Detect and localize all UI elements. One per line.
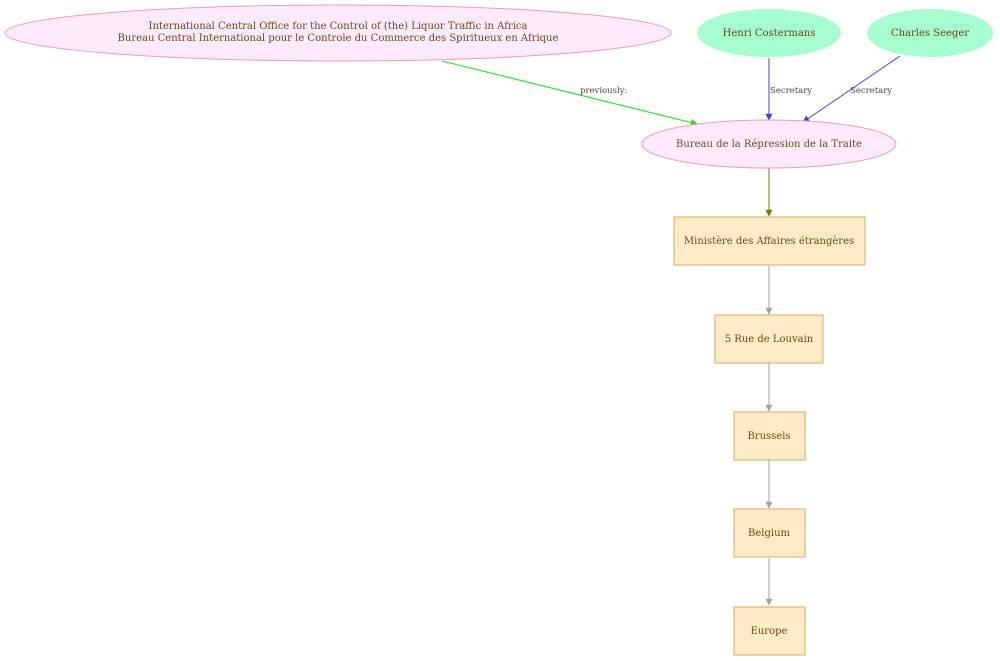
node-brussels-label: Brussels [747, 431, 790, 442]
node-belgium[interactable]: Belgium [733, 508, 806, 558]
node-charles-seeger[interactable]: Charles Seeger [867, 9, 993, 57]
edge-label-previously: previously: [580, 86, 627, 96]
edge-previously [441, 60, 698, 126]
node-rue-louvain-label: 5 Rue de Louvain [725, 334, 814, 345]
node-bureau-repression-traite-label: Bureau de la Répression de la Traite [676, 139, 862, 150]
edge-secretary-seeger [802, 55, 901, 123]
node-belgium-label: Belgium [748, 528, 791, 539]
node-charles-seeger-label: Charles Seeger [891, 28, 969, 39]
node-liquor-office-line2: Bureau Central International pour le Con… [118, 33, 559, 44]
node-ministere-affaires-etrangeres[interactable]: Ministère des Affaires étrangères [673, 216, 866, 266]
node-bureau-repression-traite[interactable]: Bureau de la Répression de la Traite [641, 119, 897, 169]
node-liquor-office-line1: International Central Office for the Con… [149, 21, 528, 32]
node-henri-costermans[interactable]: Henri Costermans [697, 9, 841, 57]
edge-label-secretary-seeger: Secretary [850, 86, 892, 96]
node-5-rue-de-louvain[interactable]: 5 Rue de Louvain [714, 314, 824, 364]
node-liquor-office[interactable]: International Central Office for the Con… [4, 4, 672, 62]
node-europe-label: Europe [751, 626, 788, 637]
node-europe[interactable]: Europe [733, 606, 806, 656]
node-brussels[interactable]: Brussels [733, 411, 806, 461]
edge-label-secretary-costermans: Secretary [770, 86, 812, 96]
node-henri-costermans-label: Henri Costermans [723, 28, 816, 39]
node-ministere-label: Ministère des Affaires étrangères [684, 236, 854, 247]
